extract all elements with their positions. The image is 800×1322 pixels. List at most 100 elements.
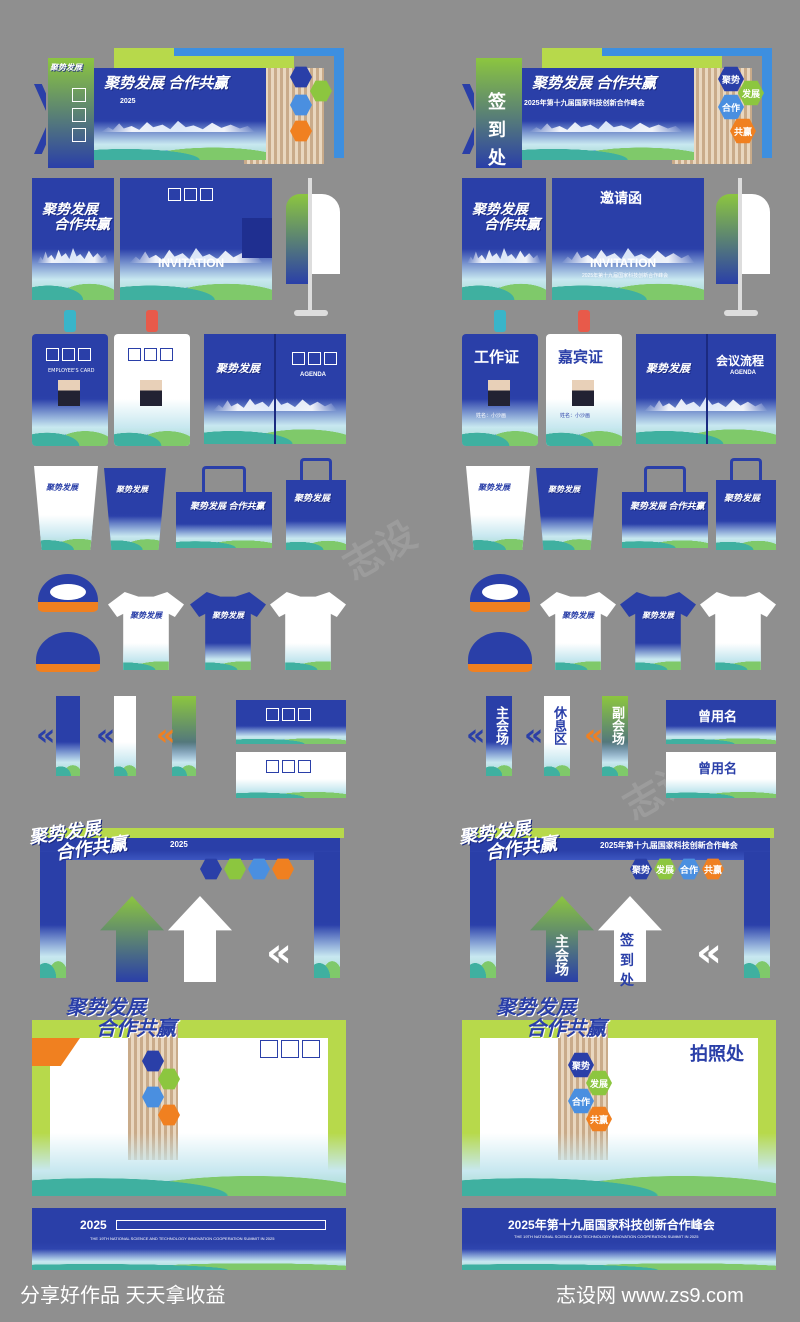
backdrop-slogan: 聚势发展 合作共赢 [532, 75, 657, 92]
chevron-left-icon: « [584, 718, 604, 753]
bag-slogan: 聚势发展 合作共赢 [190, 501, 265, 511]
tote-bag-tall: 聚势发展 [716, 458, 776, 550]
avatar [58, 380, 80, 406]
chevron-left-icon: « [96, 718, 116, 753]
backdrop-year: 2025 [120, 98, 136, 105]
photo-frame: 拍照处 聚势 发展 合作 共赢 [462, 1020, 776, 1196]
filled-column: 志设 志设 志设 聚势发展 合作共赢 2025年第十九届国家科技创新合作峰会 签… [337, 0, 800, 1322]
invitation-card: INVITATION [120, 178, 272, 300]
chevron-left-icon: « [696, 930, 722, 976]
cap-side [468, 632, 532, 672]
table-card-2 [236, 752, 346, 798]
long-banner: 2025 THE 19TH NATIONAL SCIENCE AND TECHN… [32, 1208, 346, 1270]
avatar [140, 380, 162, 406]
table-card-1 [236, 700, 346, 744]
poster: 聚势发展合作共赢 [462, 178, 546, 300]
signpost-rest-area: 休息区 [544, 696, 570, 776]
banner-year: 2025 [80, 1218, 107, 1232]
chevron-left-icon: « [36, 718, 56, 753]
photo-frame-slogan: 聚势发展合作共赢 [496, 997, 606, 1040]
avatar [488, 380, 510, 406]
flag-banner [712, 178, 776, 318]
poster-slogan-2: 合作共赢 [54, 215, 110, 232]
backdrop-board: 聚势发展 合作共赢 2025 聚势发展 [34, 48, 344, 168]
work-badge-title: 工作证 [474, 349, 520, 366]
photo-frame-slogan: 聚势发展合作共赢 [66, 997, 176, 1040]
signpost-blue [56, 696, 80, 776]
invitation-title: INVITATION [158, 256, 225, 270]
chevron-left-icon: « [524, 718, 544, 753]
tshirt-white-back [270, 592, 346, 670]
cup-slogan: 聚势发展 [116, 485, 148, 494]
mini-slogan: 聚势发展 [50, 63, 82, 72]
agenda-folder: 聚势发展 AGENDA [204, 334, 346, 444]
agenda-slogan: 聚势发展 [646, 363, 690, 375]
bag-slogan: 聚势发展 [294, 493, 331, 503]
signpost-white [114, 696, 136, 776]
tshirt-white: 聚势发展 [108, 592, 184, 670]
tote-bag-wide: 聚势发展 合作共赢 [622, 466, 708, 548]
arrow-main-venue: 主会场 [554, 934, 570, 976]
paper-cup-blue: 聚势发展 [104, 468, 166, 550]
table-card-1: 曾用名 [666, 700, 776, 744]
arrow-up-icon [100, 896, 164, 982]
tshirt-blue: 聚势发展 [190, 592, 266, 670]
backdrop-event: 2025年第十九届国家科技创新合作峰会 [524, 100, 645, 107]
agenda-folder: 聚势发展 会议流程 AGENDA [636, 334, 776, 444]
banner-title: 2025年第十九届国家科技创新合作峰会 [508, 1218, 715, 1232]
photo-spot-title: 拍照处 [690, 1044, 744, 1064]
entrance-arch: 2025年第十九届国家科技创新合作峰会 聚势发展合作共赢 聚势 发展 合作 共赢… [458, 818, 774, 988]
paper-cup-blue: 聚势发展 [536, 468, 598, 550]
table-card-2: 曾用名 [666, 752, 776, 798]
chevron-left-icon: « [466, 718, 486, 753]
tshirt-blue: 聚势发展 [620, 592, 696, 670]
signpost-main-venue: 主会场 [486, 696, 512, 776]
tote-bag-tall: 聚势发展 [286, 458, 346, 550]
poster: 聚势发展 合作共赢 [32, 178, 114, 300]
paper-cup-white: 聚势发展 [34, 466, 98, 550]
long-banner: 2025年第十九届国家科技创新合作峰会 THE 19TH NATIONAL SC… [462, 1208, 776, 1270]
chevron-left-icon: « [156, 718, 176, 753]
work-badge: 工作证 姓名：小沙画 [462, 310, 538, 446]
arch-year: 2025 [170, 840, 188, 849]
guest-badge [114, 310, 190, 446]
arrow-signin: 签 到 处 [620, 932, 634, 988]
avatar [572, 380, 594, 406]
tshirt-white: 聚势发展 [540, 592, 616, 670]
banner-en: THE 19TH NATIONAL SCIENCE AND TECHNOLOGY… [90, 1236, 275, 1241]
agenda-cn: 会议流程 [716, 354, 765, 368]
guest-badge-title: 嘉宾证 [558, 349, 604, 366]
signpost-green [172, 696, 196, 776]
invitation-placeholder [168, 188, 213, 201]
paper-cup-white: 聚势发展 [466, 466, 530, 550]
flag-banner [282, 178, 346, 318]
cap-side [36, 632, 100, 672]
photo-frame [32, 1020, 346, 1196]
cup-slogan: 聚势发展 [46, 483, 78, 492]
banner-en: THE 19TH NATIONAL SCIENCE AND TECHNOLOGY… [514, 1234, 699, 1239]
tshirt-white-back [700, 592, 776, 670]
poster-slogan-1: 聚势发展 [42, 201, 98, 217]
invitation-card: 邀请函 INVITATION 2025年第十九届国家科技创新合作峰会 [552, 178, 704, 300]
tee-slogan: 聚势发展 [212, 611, 244, 620]
invitation-title: INVITATION [590, 256, 657, 270]
badge-name: 姓名：小沙画 [560, 413, 591, 419]
footer-right: 志设网 www.zs9.com [556, 1285, 744, 1307]
backdrop-slogan: 聚势发展 合作共赢 [104, 75, 229, 92]
cap-front [470, 574, 530, 612]
agenda-slogan: 聚势发展 [216, 363, 260, 375]
badge-label: EMPLOYEE'S CARD [48, 368, 95, 374]
invitation-sub: 2025年第十九届国家科技创新合作峰会 [582, 273, 669, 279]
arrow-up-icon [168, 896, 232, 982]
entrance-arch: 2025 聚势发展合作共赢 « [28, 818, 344, 982]
tote-bag-wide: 聚势发展 合作共赢 [176, 466, 272, 548]
chevron-left-icon: « [266, 930, 292, 976]
placeholder-column [72, 88, 86, 142]
signin-title: 签 到 处 [488, 92, 506, 168]
invitation-cn: 邀请函 [600, 190, 642, 206]
cap-front [38, 574, 98, 612]
agenda-en: AGENDA [300, 372, 327, 378]
agenda-en: AGENDA [730, 370, 757, 376]
work-badge: EMPLOYEE'S CARD [32, 310, 108, 446]
backdrop-board: 聚势发展 合作共赢 2025年第十九届国家科技创新合作峰会 签 到 处 聚势 发… [462, 48, 774, 168]
